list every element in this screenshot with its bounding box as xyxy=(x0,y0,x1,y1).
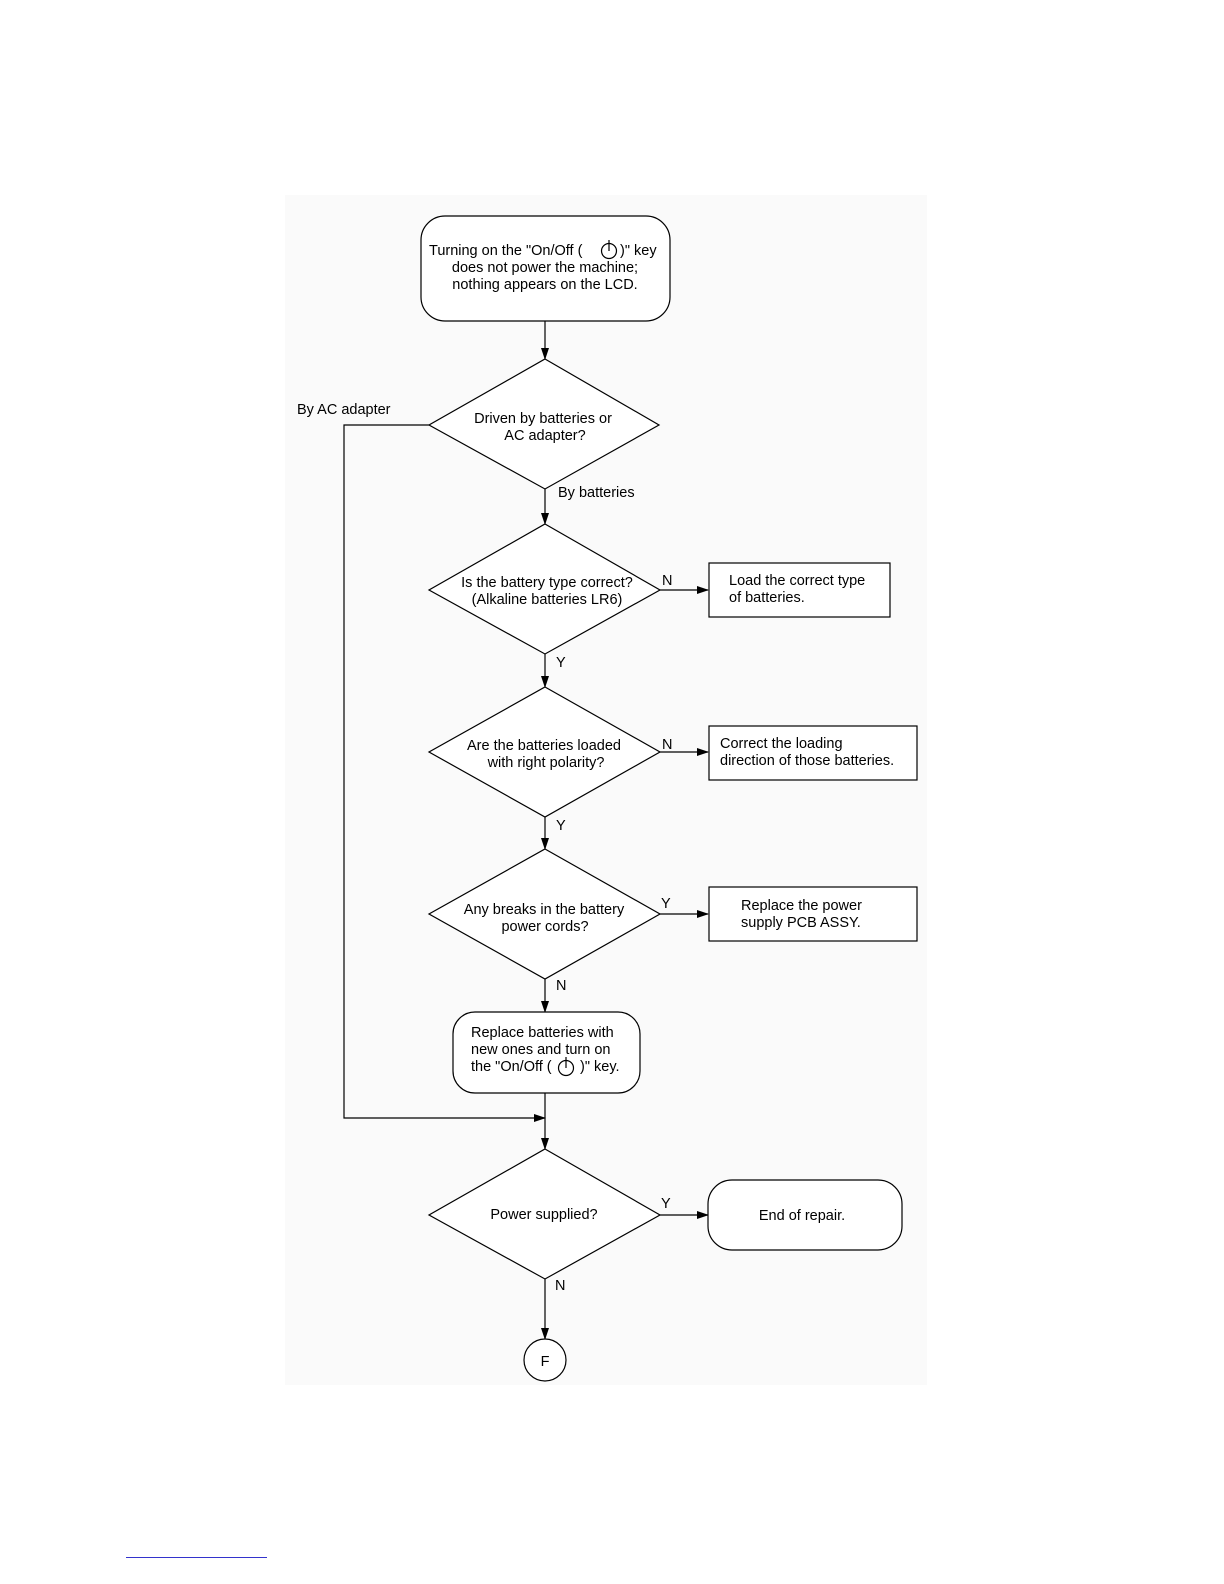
result-correct-loading: Correct the loading direction of those b… xyxy=(708,725,918,781)
process-text-line2: of batteries. xyxy=(729,590,805,606)
result-load-correct-type: Load the correct type of batteries. xyxy=(708,562,891,618)
process-text-line2: new ones and turn on xyxy=(471,1042,610,1058)
end-terminal: End of repair. xyxy=(707,1179,903,1251)
decision-text-line1: Is the battery type correct? xyxy=(461,575,633,591)
process-text-line3a: the "On/Off ( xyxy=(471,1059,552,1075)
process-text-line3b: )" key. xyxy=(580,1059,620,1075)
process-box xyxy=(708,562,891,618)
label-d3-no: N xyxy=(662,737,672,753)
start-text-line1a: Turning on the "On/Off ( xyxy=(429,243,583,259)
end-box xyxy=(707,1179,903,1251)
connector-f: F xyxy=(523,1338,567,1382)
label-d3-yes: Y xyxy=(556,818,566,834)
process-text-line2: direction of those batteries. xyxy=(720,753,894,769)
process-text-line1: Replace batteries with xyxy=(471,1025,614,1041)
connector-label: F xyxy=(541,1354,550,1370)
decision-power-cords: Any breaks in the battery power cords? xyxy=(427,848,662,980)
decision-text-line1: Power supplied? xyxy=(490,1207,597,1223)
start-terminal: Turning on the "On/Off ( )" key does not… xyxy=(420,215,671,322)
power-icon xyxy=(557,1057,575,1077)
process-box xyxy=(708,886,918,942)
decision-diamond xyxy=(427,848,662,980)
decision-power-source: Driven by batteries or AC adapter? xyxy=(427,358,661,490)
connector-circle xyxy=(523,1338,567,1382)
process-box xyxy=(708,725,918,781)
footer-rule xyxy=(126,1557,267,1558)
process-text-line1: Load the correct type xyxy=(729,573,865,589)
decision-text-line2: (Alkaline batteries LR6) xyxy=(472,592,623,608)
label-d5-no: N xyxy=(555,1278,565,1294)
label-d2-yes: Y xyxy=(556,655,566,671)
label-d4-yes: Y xyxy=(661,896,671,912)
process-text-line1: Replace the power xyxy=(741,898,862,914)
result-replace-power-supply: Replace the power supply PCB ASSY. xyxy=(708,886,918,942)
start-text-line1b: )" key xyxy=(620,243,657,259)
start-text-line3: nothing appears on the LCD. xyxy=(452,277,637,293)
process-text-line1: Correct the loading xyxy=(720,736,843,752)
decision-text-line2: power cords? xyxy=(501,919,588,935)
start-text-line2: does not power the machine; xyxy=(452,260,638,276)
label-by-batteries: By batteries xyxy=(558,485,635,501)
decision-text-line1: Driven by batteries or xyxy=(474,411,612,427)
decision-battery-type: Is the battery type correct? (Alkaline b… xyxy=(427,523,662,655)
decision-diamond xyxy=(427,686,662,818)
process-replace-batteries: Replace batteries with new ones and turn… xyxy=(452,1011,641,1094)
end-text: End of repair. xyxy=(759,1208,845,1224)
decision-polarity: Are the batteries loaded with right pola… xyxy=(427,686,662,818)
connector-lines xyxy=(343,321,709,1340)
process-box xyxy=(452,1011,641,1094)
decision-text-line2: AC adapter? xyxy=(504,428,585,444)
decision-power-supplied: Power supplied? xyxy=(427,1148,662,1280)
label-d5-yes: Y xyxy=(661,1196,671,1212)
decision-text-line1: Are the batteries loaded xyxy=(467,738,621,754)
decision-text-line2: with right polarity? xyxy=(487,755,605,771)
label-d2-no: N xyxy=(662,573,672,589)
label-by-ac-adapter: By AC adapter xyxy=(297,402,391,418)
start-box xyxy=(420,215,671,322)
decision-diamond xyxy=(427,358,661,490)
arrow-ac-adapter-bypass xyxy=(343,424,546,1122)
power-icon xyxy=(600,240,618,260)
decision-diamond xyxy=(427,523,662,655)
label-d4-no: N xyxy=(556,978,566,994)
decision-diamond xyxy=(427,1148,662,1280)
process-text-line2: supply PCB ASSY. xyxy=(741,915,861,931)
decision-text-line1: Any breaks in the battery xyxy=(464,902,625,918)
